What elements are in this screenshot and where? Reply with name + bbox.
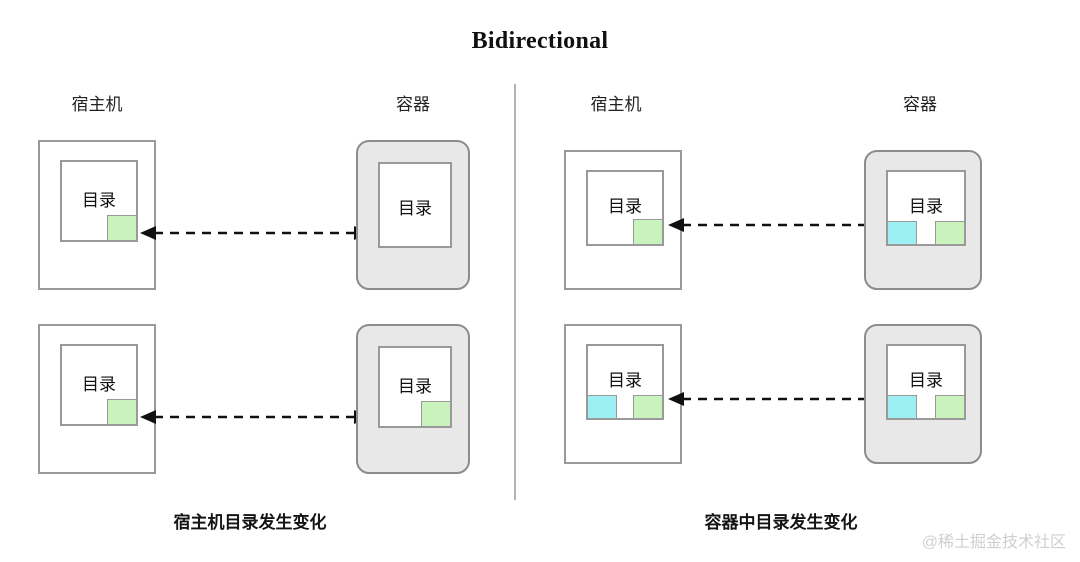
host-machine-box: 目录 xyxy=(564,150,682,290)
panel-caption: 宿主机目录发生变化 xyxy=(173,513,327,532)
directory-label: 目录 xyxy=(909,197,943,216)
sync-arrow xyxy=(668,392,880,406)
column-header-host: 宿主机 xyxy=(71,95,123,114)
column-header-container: 容器 xyxy=(903,95,937,114)
page-title: Bidirectional xyxy=(471,28,609,54)
host-machine-box: 目录 xyxy=(564,324,682,464)
directory-box: 目录 xyxy=(378,346,452,428)
scenario-row: 目录 目录 xyxy=(516,316,1080,496)
directory-label: 目录 xyxy=(398,199,432,218)
scenario-row: 目录 目录 xyxy=(0,132,514,312)
file-chip-green xyxy=(935,395,965,419)
sync-arrow xyxy=(668,218,880,232)
directory-label: 目录 xyxy=(909,371,943,390)
directory-box: 目录 xyxy=(60,344,138,426)
container-box: 目录 xyxy=(356,140,470,290)
directory-label: 目录 xyxy=(608,197,642,216)
directory-box: 目录 xyxy=(886,344,966,420)
panel-divider xyxy=(514,84,516,500)
panel-caption: 容器中目录发生变化 xyxy=(704,513,858,532)
container-box: 目录 xyxy=(864,324,982,464)
directory-label: 目录 xyxy=(82,375,116,394)
column-header-container: 容器 xyxy=(396,95,430,114)
file-chip-cyan xyxy=(587,395,617,419)
host-machine-box: 目录 xyxy=(38,140,156,290)
directory-box: 目录 xyxy=(60,160,138,242)
directory-box: 目录 xyxy=(886,170,966,246)
directory-label: 目录 xyxy=(608,371,642,390)
file-chip-cyan xyxy=(887,395,917,419)
sync-arrow xyxy=(140,410,370,424)
column-header-host: 宿主机 xyxy=(590,95,642,114)
file-chip-cyan xyxy=(887,221,917,245)
file-chip-green xyxy=(935,221,965,245)
directory-box: 目录 xyxy=(378,162,452,248)
panel-container-changes: 宿主机 容器 目录 目录 目录 xyxy=(516,84,1080,544)
watermark: @稀土掘金技术社区 xyxy=(921,534,1066,551)
file-chip-green xyxy=(421,401,451,427)
file-chip-green xyxy=(107,215,137,241)
directory-label: 目录 xyxy=(82,191,116,210)
directory-box: 目录 xyxy=(586,344,664,420)
directory-box: 目录 xyxy=(586,170,664,246)
scenario-row: 目录 目录 xyxy=(516,132,1080,312)
file-chip-green xyxy=(633,395,663,419)
scenario-row: 目录 目录 xyxy=(0,316,514,496)
file-chip-green xyxy=(633,219,663,245)
sync-arrow xyxy=(140,226,370,240)
host-machine-box: 目录 xyxy=(38,324,156,474)
container-box: 目录 xyxy=(356,324,470,474)
panel-host-changes: 宿主机 容器 目录 目录 目录 xyxy=(0,84,514,544)
container-box: 目录 xyxy=(864,150,982,290)
file-chip-green xyxy=(107,399,137,425)
directory-label: 目录 xyxy=(398,377,432,396)
